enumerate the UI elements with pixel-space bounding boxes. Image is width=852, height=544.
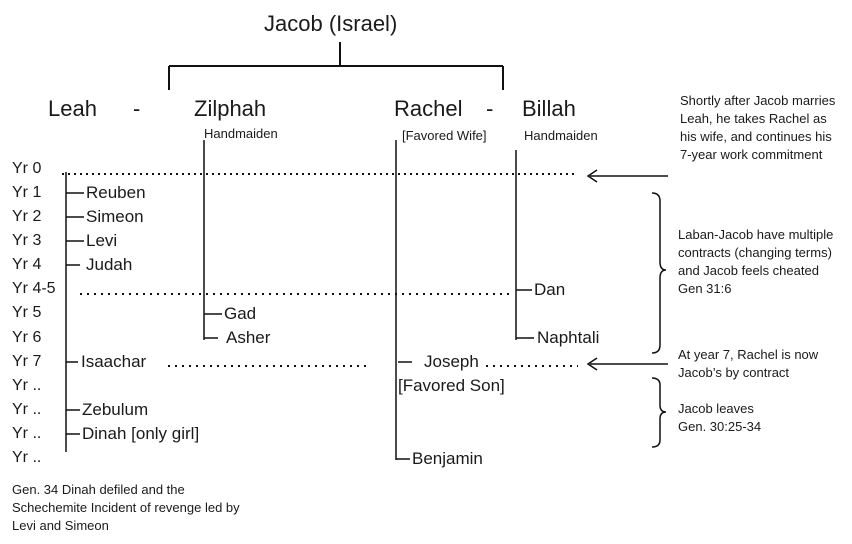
child-naphtali: Naphtali [537,328,600,347]
wife-rachel: Rachel [394,96,463,121]
child-judah: Judah [86,255,133,274]
child-dan: Dan [534,280,566,299]
billah-subtitle: Handmaiden [524,128,598,143]
wife-leah: Leah [48,96,97,121]
child-gad: Gad [224,304,257,323]
child-benjamin: Benjamin [412,449,483,468]
year-label: Yr 4 [12,256,42,273]
year-label: Yr 5 [12,304,42,321]
year-label: Yr .. [12,449,42,466]
note-jacob-leaves: Jacob leaves Gen. 30:25-34 [678,401,762,434]
child-simeon: Simeon [86,207,144,226]
brace-leaves [651,377,667,448]
separator-dash: - [486,96,494,121]
child-joseph: Joseph [424,352,479,371]
brace-contracts [651,192,667,354]
year-label: Yr 7 [12,353,42,370]
child-asher: Asher [226,328,271,347]
joseph-favored-note: [Favored Son] [398,376,505,395]
year-label: Yr 3 [12,232,42,249]
arrow-yr0-head [586,169,598,183]
footnote-dinah: Gen. 34 Dinah defiled and the Schechemit… [12,482,240,533]
note-year7: At year 7, Rachel is now Jacob’s by cont… [678,347,819,380]
wife-billah: Billah [522,96,576,121]
diagram-title: Jacob (Israel) [264,11,398,36]
year-label: Yr .. [12,425,42,442]
note-marriage: Shortly after Jacob marries Leah, he tak… [680,93,836,162]
year-label: Yr 6 [12,329,42,346]
year-label: Yr .. [12,377,42,394]
zilphah-subtitle: Handmaiden [204,126,278,141]
separator-dash: - [133,96,141,121]
year-label: Yr .. [12,401,42,418]
wife-zilphah: Zilphah [194,96,267,121]
year-label: Yr 4-5 [12,280,56,297]
rachel-subtitle: [Favored Wife] [402,128,487,143]
arrow-yr7-head [586,357,598,371]
child-reuben: Reuben [86,183,146,202]
year-label: Yr 0 [12,160,42,177]
child-isaachar: Isaachar [81,352,147,371]
child-zebulum: Zebulum [82,400,149,419]
year-label: Yr 2 [12,208,42,225]
child-levi: Levi [86,231,118,250]
year-label: Yr 1 [12,184,42,201]
child-dinah: Dinah [only girl] [82,424,200,443]
note-contracts: Laban-Jacob have multiple contracts (cha… [678,227,834,296]
